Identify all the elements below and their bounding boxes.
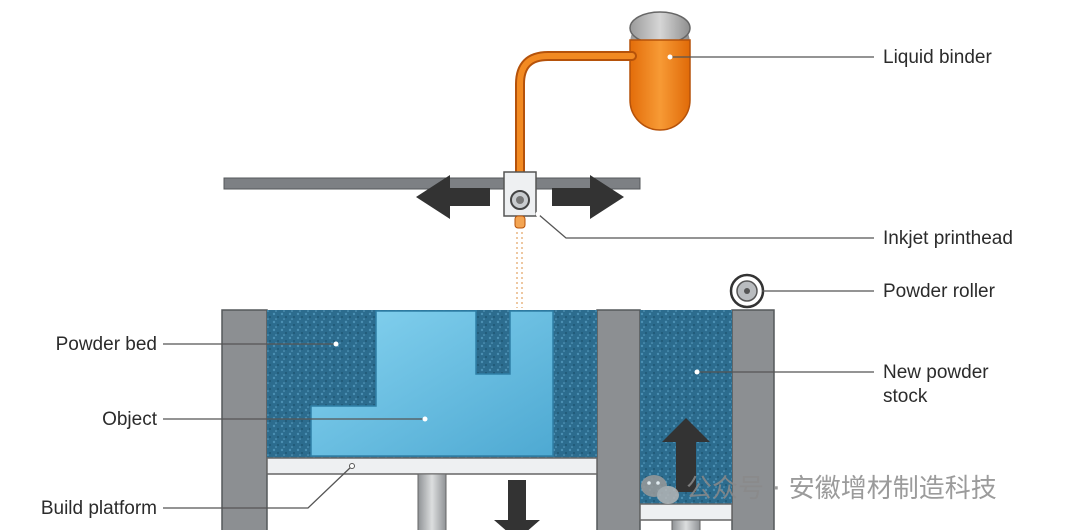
up-arrow-icon xyxy=(662,418,710,492)
label-powder-roller: Powder roller xyxy=(883,281,996,302)
right-arrow-icon xyxy=(552,175,624,219)
binder-tube xyxy=(515,51,637,183)
label-new-powder: New powder xyxy=(883,362,989,383)
label-powder-bed: Powder bed xyxy=(56,334,157,355)
middle-chamber-wall xyxy=(596,309,641,530)
watermark: 公众号 · 安徽增材制造科技 xyxy=(641,474,997,504)
leader-dots xyxy=(333,54,700,469)
build-platform xyxy=(266,457,598,475)
printed-object xyxy=(310,310,554,457)
inkjet-printhead xyxy=(503,171,537,229)
label-stock: stock xyxy=(883,386,928,407)
left-chamber-wall xyxy=(221,309,268,530)
label-object: Object xyxy=(102,409,158,430)
label-liquid-binder: Liquid binder xyxy=(883,47,992,68)
liquid-binder-reservoir xyxy=(629,11,691,131)
watermark-text: 公众号 · 安徽增材制造科技 xyxy=(686,474,997,504)
supply-platform xyxy=(639,503,733,521)
label-inkjet-printhead: Inkjet printhead xyxy=(883,228,1013,249)
powder-roller xyxy=(729,273,765,309)
build-piston-rod xyxy=(417,473,447,530)
binder-droplets xyxy=(516,232,523,308)
wechat-icon xyxy=(641,475,679,504)
down-arrow-icon xyxy=(494,480,540,530)
left-arrow-icon xyxy=(416,175,490,219)
label-build-platform: Build platform xyxy=(41,498,157,519)
right-chamber-wall xyxy=(731,309,775,530)
leader-lines xyxy=(163,56,874,509)
supply-piston-rod xyxy=(671,519,701,530)
